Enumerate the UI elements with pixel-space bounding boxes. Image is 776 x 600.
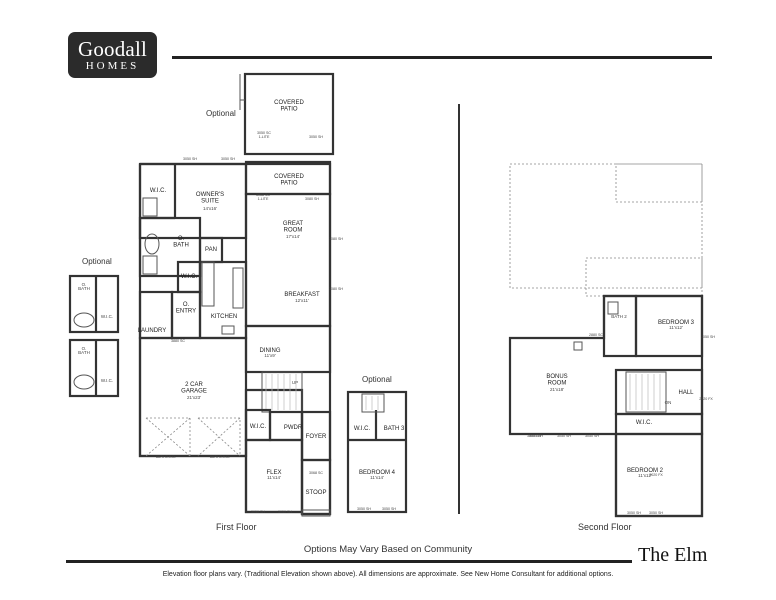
room-label: BATH 2	[611, 314, 627, 319]
window-tag: 3080 SH	[329, 237, 343, 241]
room-label: 11'x9'	[264, 353, 275, 358]
room-label: FLEX	[266, 470, 281, 476]
room-label: W.I.C.	[250, 424, 267, 430]
window-tag: 3050 SH	[278, 510, 292, 514]
second-floor-caption: Second Floor	[578, 522, 632, 532]
goodall-homes-logo: Goodall HOMES	[68, 32, 157, 78]
header-rule	[172, 56, 712, 59]
room-label: 21'x18'	[550, 387, 564, 392]
window-tag: 3050 SH	[309, 135, 323, 139]
window-tag: 3050 SH	[529, 434, 543, 438]
optional-covered-patio	[243, 72, 335, 156]
window-tag: 3050 SH	[382, 507, 396, 511]
room-label: O.BATH	[78, 346, 90, 355]
window-tag: 3050 SH	[221, 157, 235, 161]
room-label: O.BATH	[173, 236, 189, 249]
room-label: 11'x14'	[370, 475, 384, 480]
room-label: BREAKFAST	[284, 292, 320, 298]
optional-bath-a-plan	[68, 274, 120, 334]
room-label: PAN	[205, 247, 217, 253]
plan-title: The Elm	[638, 544, 708, 566]
window-tag: 3880 SC	[171, 339, 185, 343]
room-label: O.ENTRY	[176, 302, 196, 315]
room-label: BATH 3	[384, 426, 405, 432]
window-tag: 8670 O.H.D.	[210, 455, 230, 459]
options-note: Options May Vary Based on Community	[303, 544, 473, 555]
room-label: BEDROOM 4	[359, 470, 396, 476]
room-label: FOYER	[306, 434, 327, 440]
window-tag: 3050 SH	[627, 511, 641, 515]
footer-rule	[66, 560, 632, 563]
logo-line1: Goodall	[77, 37, 148, 61]
room-label: 11'x12'	[669, 325, 683, 330]
room-label: W.I.C.	[101, 314, 113, 319]
room-label: BEDROOM 3	[658, 320, 695, 326]
room-label: W.I.C.	[101, 378, 113, 383]
window-tag: 3050 SH	[585, 434, 599, 438]
window-tag: 3050 SH	[527, 434, 541, 438]
room-label: LAUNDRY	[138, 328, 167, 334]
window-tag: 2020 FX	[649, 473, 663, 477]
window-tag: 3050 SH	[649, 511, 663, 515]
optional-label: Optional	[362, 375, 392, 384]
room-label: KITCHEN	[211, 314, 237, 320]
room-label: O.BATH	[78, 282, 90, 291]
room-label: PWDR	[284, 425, 303, 431]
room-label: DINING	[260, 348, 281, 354]
room-label: 14'x16'	[203, 206, 217, 211]
room-label: W.I.C.	[354, 426, 371, 432]
room-label: W.I.C.	[150, 188, 167, 194]
garage-doors	[145, 417, 241, 457]
open-to-below-outline	[509, 163, 703, 289]
logo-line2: HOMES	[85, 60, 140, 72]
window-tag: 3050 SH	[557, 434, 571, 438]
window-tag: 3050 SH	[357, 507, 371, 511]
room-label: W.I.C.	[636, 420, 653, 426]
window-tag: 3050 SH	[701, 335, 715, 339]
room-label: STOOP	[306, 490, 327, 496]
optional-bedroom4-plan	[346, 390, 408, 514]
window-tag: 2020 FX	[699, 397, 713, 401]
floor-divider	[458, 104, 460, 514]
room-label: 12'x11'	[295, 298, 309, 303]
window-tag: 3068 SC	[309, 471, 323, 475]
window-tag: 8670 O.H.D.	[156, 455, 176, 459]
window-tag: 3080 SH	[329, 287, 343, 291]
room-label: W.I.C.	[181, 274, 198, 280]
optional-label: Optional	[206, 109, 236, 118]
room-label: 11'x12'	[638, 473, 652, 478]
room-label: 17'x14'	[286, 234, 300, 239]
room-label: UP	[292, 380, 298, 385]
first-floor-caption: First Floor	[216, 522, 257, 532]
footnote: Elevation floor plans vary. (Traditional…	[162, 571, 614, 578]
window-tag: 3050 SH	[251, 510, 265, 514]
room-label: ON	[665, 400, 672, 405]
room-label: HALL	[678, 390, 694, 396]
room-label: 11'x14'	[267, 475, 281, 480]
optional-label: Optional	[82, 257, 112, 266]
window-tag: 2880 SC	[589, 333, 603, 337]
window-tag: 3080 SH	[305, 197, 319, 201]
window-tag: 3050 SH	[183, 157, 197, 161]
optional-bath-b-plan	[68, 338, 120, 398]
room-label: BEDROOM 2	[627, 468, 664, 474]
room-label: 21'x23'	[187, 395, 201, 400]
